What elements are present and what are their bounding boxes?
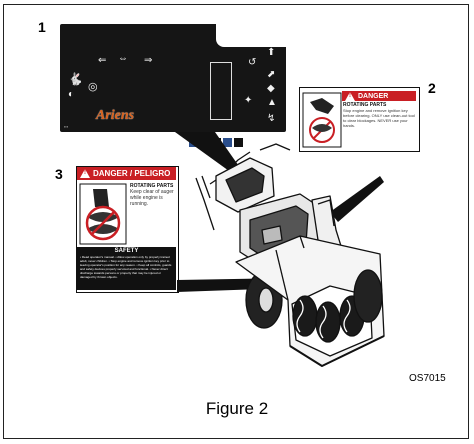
part-number-tiny: ▪▪▪ bbox=[64, 124, 69, 129]
safety-title: SAFETY bbox=[114, 248, 139, 254]
hand-in-auger-pictogram bbox=[302, 92, 342, 148]
safety-text: • Read operator's manual. • Allow operat… bbox=[80, 255, 172, 279]
danger-peligro-header: DANGER / PELIGRO bbox=[77, 167, 176, 180]
key-slot bbox=[210, 62, 232, 120]
leader-wedge-1 bbox=[175, 132, 243, 176]
callout-2: 2 bbox=[428, 80, 436, 96]
hazard-title: ROTATING PARTS bbox=[130, 183, 174, 189]
safety-panel: SAFETY • Read operator's manual. • Allow… bbox=[77, 247, 176, 290]
figure-code: OS7015 bbox=[409, 373, 446, 384]
hazard-title: ROTATING PARTS bbox=[343, 102, 387, 108]
direction-arrows-icon: ⇔ bbox=[118, 53, 128, 64]
danger-header: DANGER bbox=[342, 91, 416, 101]
rabbit-icon: 🐇 bbox=[68, 72, 83, 86]
chute-icon: ◎ bbox=[88, 81, 98, 93]
drive-icon: ▲ bbox=[267, 97, 277, 108]
danger-decal-3: DANGER / PELIGRO ROTATING PARTS Keep cle… bbox=[76, 166, 179, 293]
callout-1: 1 bbox=[38, 19, 46, 35]
callout-3: 3 bbox=[55, 166, 63, 182]
speed-slow-icon: ⇒ bbox=[144, 55, 153, 66]
leader-wedge-2 bbox=[330, 176, 384, 222]
turtle-icon: ◐ bbox=[68, 89, 75, 100]
auger-icon: ◆ bbox=[267, 83, 275, 94]
danger-peligro-header-text: DANGER / PELIGRO bbox=[93, 169, 171, 178]
auger-engage-icon: ↯ bbox=[267, 113, 276, 124]
danger-decal-2: DANGER ROTATING PARTS Stop engine and re… bbox=[299, 87, 420, 152]
danger-header-text: DANGER bbox=[358, 92, 389, 100]
warning-triangle-icon bbox=[80, 169, 90, 178]
figure-caption: Figure 2 bbox=[205, 399, 269, 418]
auger-hand-pictogram bbox=[79, 183, 127, 245]
chute-up-icon: ⬆ bbox=[267, 47, 276, 58]
brand-logo: Ariens bbox=[96, 108, 135, 123]
hazard-text: Stop engine and remove ignition key befo… bbox=[343, 108, 415, 128]
light-icon: ✦ bbox=[244, 95, 253, 106]
panel-notch bbox=[216, 23, 287, 47]
chute-deflector-icon: ⬈ bbox=[267, 69, 276, 80]
speed-fast-icon: ⇐ bbox=[98, 55, 107, 66]
chute-rotate-icon: ↺ bbox=[248, 57, 257, 68]
hazard-text: Keep clear of auger while engine is runn… bbox=[130, 189, 174, 207]
warning-triangle-icon bbox=[345, 91, 355, 101]
